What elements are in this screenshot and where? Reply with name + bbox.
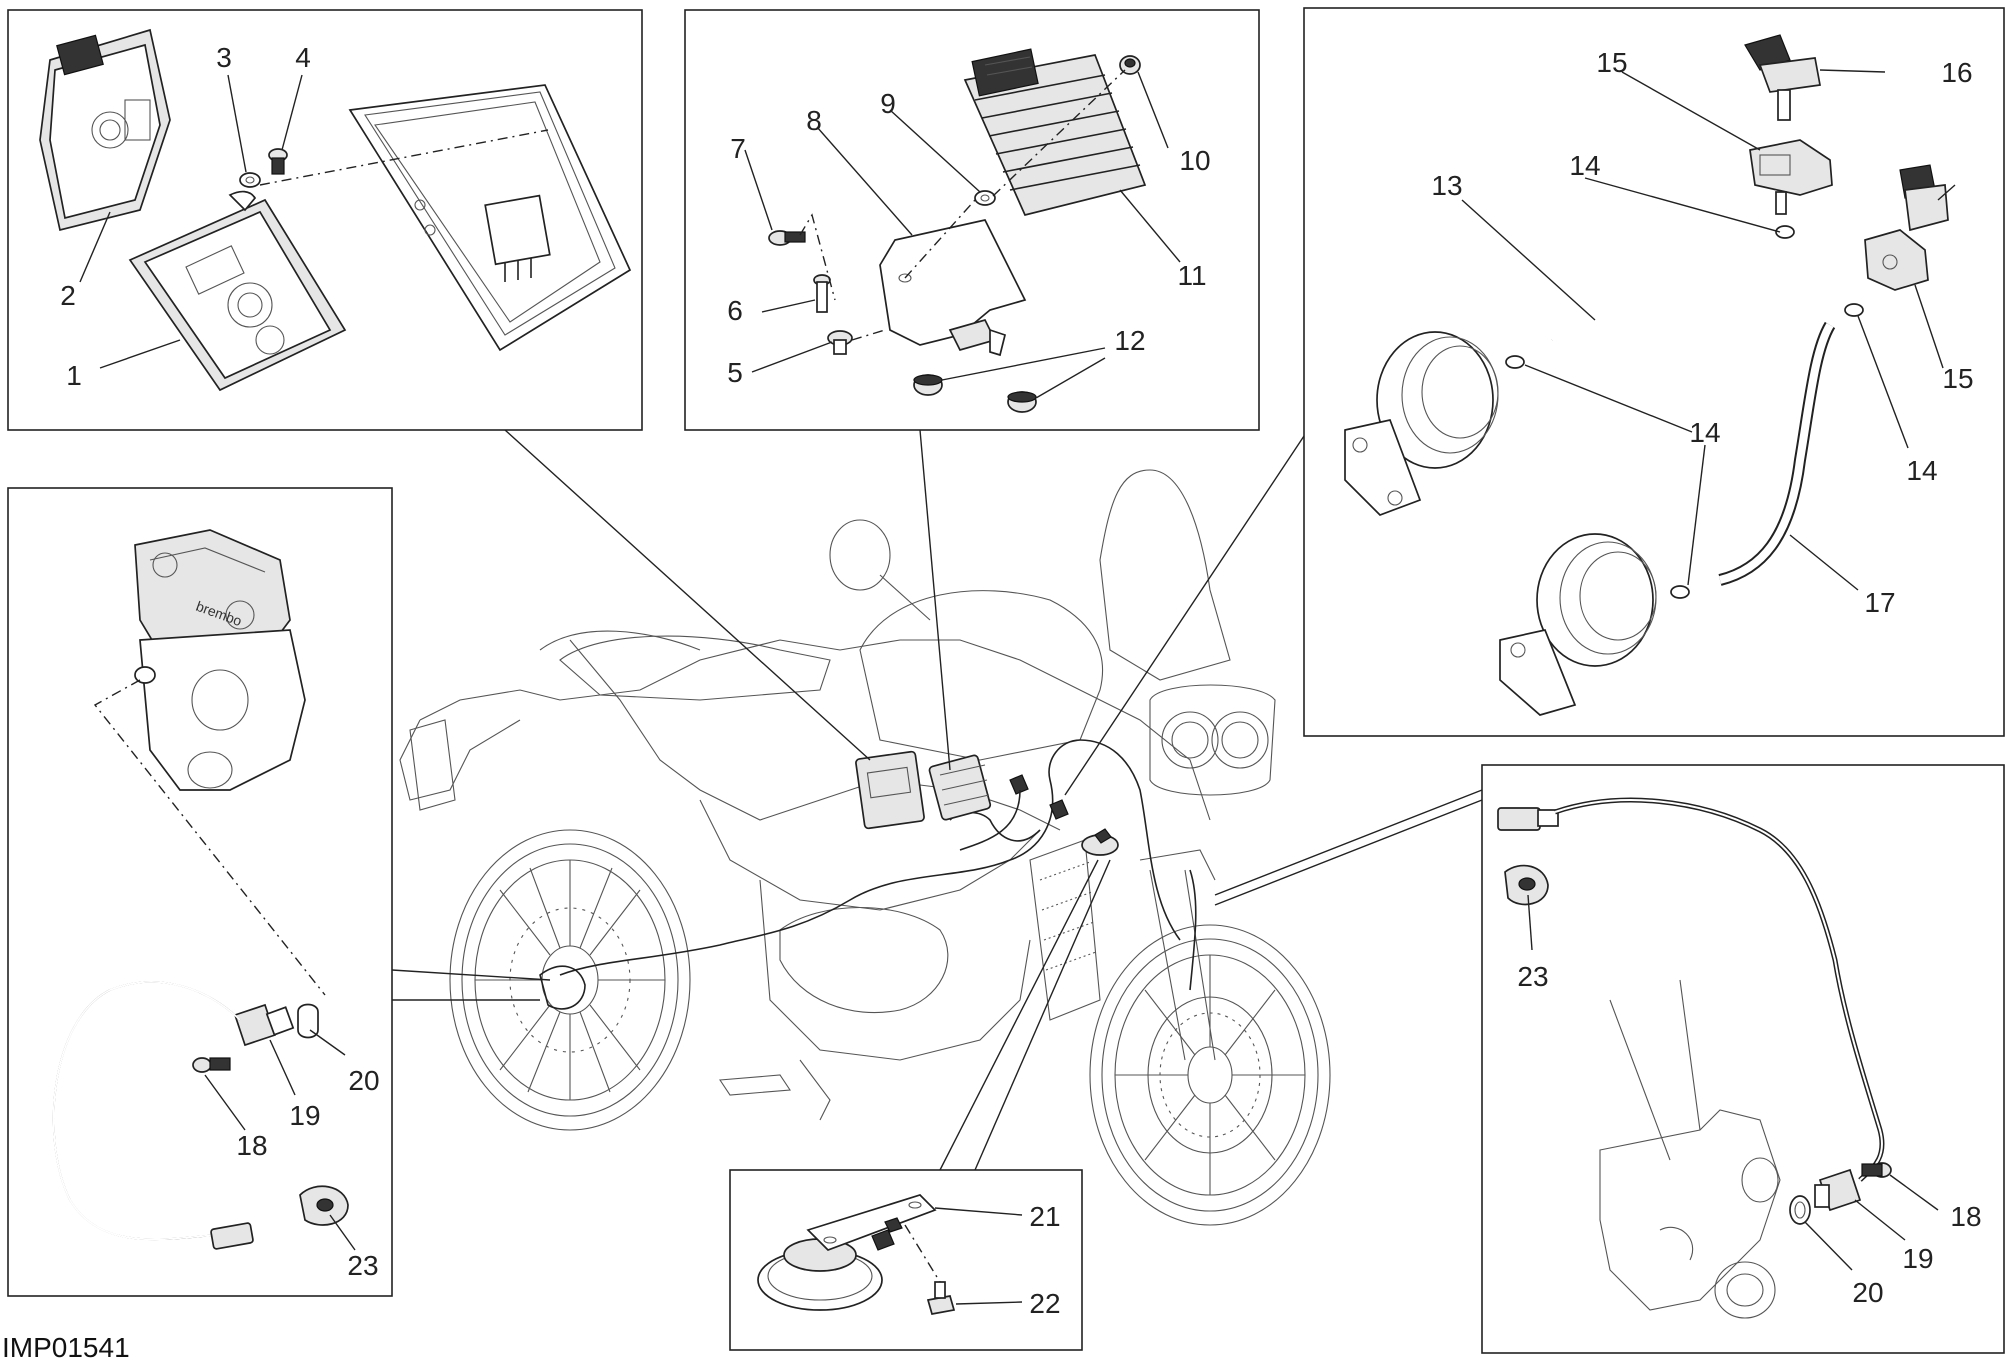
front-wheel [1089, 924, 1331, 1226]
callout-17: 17 [1864, 587, 1895, 618]
motorcycle-illustration [399, 469, 1331, 1226]
callout-5: 5 [727, 357, 743, 388]
bracket-8 [879, 219, 1027, 357]
ecu-bracket [128, 198, 347, 392]
callout-9: 9 [880, 88, 896, 119]
map-sensor-16-side [1899, 164, 1949, 232]
horn [757, 1194, 937, 1311]
inset-front-speed-sensor: 23 18 19 20 [1481, 764, 2005, 1354]
grommet-10 [1119, 55, 1141, 75]
callout-10: 10 [1179, 145, 1210, 176]
inset-ecu: 1 2 3 4 [7, 9, 643, 431]
ecu-module-rear [39, 28, 171, 232]
callout-20-rear: 20 [348, 1065, 379, 1096]
sensor-body-15-side [1864, 229, 1929, 291]
throttle-body-lower [1499, 533, 1657, 716]
callout-14-side: 14 [1906, 455, 1937, 486]
callout-4: 4 [295, 42, 311, 73]
caliper-carrier [134, 629, 306, 791]
inset-rear-speed-sensor: brembo [7, 487, 393, 1297]
callout-6: 6 [727, 295, 743, 326]
callout-16: 16 [1941, 57, 1972, 88]
spacer-5 [827, 330, 853, 355]
sensor-body-15-top [1749, 139, 1833, 215]
callout-15-upper: 15 [1596, 47, 1627, 78]
callout-13: 13 [1431, 170, 1462, 201]
callout-18-front: 18 [1950, 1201, 1981, 1232]
callout-19-rear: 19 [289, 1100, 320, 1131]
bolt-22 [926, 1281, 956, 1315]
ecu-cover [348, 84, 632, 352]
fork-leg [1599, 979, 1781, 1319]
clip-23-front [1504, 864, 1549, 906]
callout-19-front: 19 [1902, 1243, 1933, 1274]
bolt-6 [813, 274, 831, 313]
headlight [1149, 684, 1276, 796]
rear-wheel [449, 829, 691, 1131]
inset-leader-lines [391, 429, 1483, 1171]
inset-throttle-sensors: 15 16 14 13 14 15 14 17 [1303, 7, 2005, 737]
callout-23-rear: 23 [347, 1250, 378, 1281]
callout-20-front: 20 [1852, 1277, 1883, 1308]
callout-2: 2 [60, 280, 76, 311]
screw-18-front [1861, 1162, 1892, 1178]
regulator-11 [963, 48, 1147, 216]
callout-7: 7 [730, 133, 746, 164]
callout-22: 22 [1029, 1288, 1060, 1319]
callout-18-rear: 18 [236, 1130, 267, 1161]
screw-7 [768, 230, 806, 246]
callout-12: 12 [1114, 325, 1145, 356]
callout-11: 11 [1177, 260, 1206, 291]
speed-sensor-19-front [1814, 1168, 1862, 1212]
map-sensor-16-top [1744, 34, 1821, 121]
callout-23-front: 23 [1517, 961, 1548, 992]
callout-3: 3 [216, 42, 232, 73]
callout-8: 8 [806, 105, 822, 136]
clip-23-rear [299, 1185, 349, 1226]
throttle-body-upper [1344, 331, 1499, 516]
diagram-code: IMP01541 [2, 1332, 130, 1363]
washer-3 [239, 172, 261, 188]
callout-14-upper: 14 [1569, 150, 1600, 181]
screw-4 [268, 148, 288, 175]
inset-regulator: 5 6 7 8 9 10 11 12 [684, 9, 1260, 431]
inset-horn: 21 22 [729, 1169, 1083, 1351]
callout-14-middle: 14 [1689, 417, 1720, 448]
callout-15-side: 15 [1942, 363, 1973, 394]
callout-21: 21 [1029, 1201, 1060, 1232]
callout-1: 1 [66, 360, 82, 391]
speed-sensor-19-rear [233, 1003, 295, 1047]
screw-18-rear [192, 1057, 231, 1073]
